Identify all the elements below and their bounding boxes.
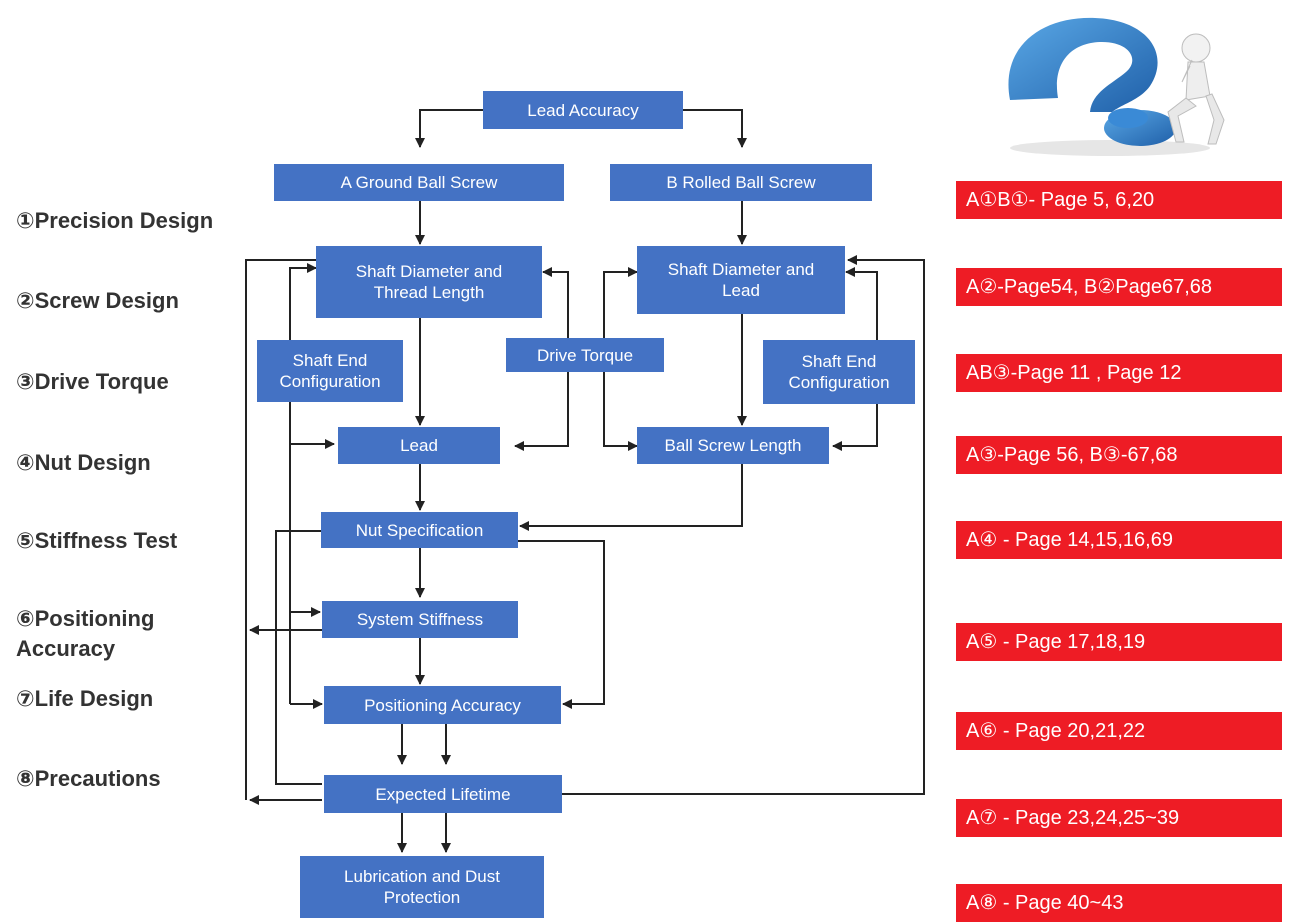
page-ref-1: A①B①- Page 5, 6,20 (956, 181, 1282, 219)
nut-specification-box: Nut Specification (321, 512, 518, 548)
lead-box: Lead (338, 427, 500, 464)
system-stiffness-box: System Stiffness (322, 601, 518, 638)
ground-ball-screw-box: A Ground Ball Screw (274, 164, 564, 201)
shaft-end-config-left-box: Shaft End Configuration (257, 340, 403, 402)
drive-torque-box: Drive Torque (506, 338, 664, 372)
page-ref-8: A⑦ - Page 23,24,25~39 (956, 799, 1282, 837)
step-label-3: ③Drive Torque (16, 369, 169, 394)
step-label-8: ⑧Precautions (16, 766, 161, 791)
shaft-diameter-thread-box: Shaft Diameter and Thread Length (316, 246, 542, 318)
step-label-7: ⑦Life Design (16, 686, 154, 711)
rolled-ball-screw-box: B Rolled Ball Screw (610, 164, 872, 201)
page-ref-4: A③-Page 56, B③-67,68 (956, 436, 1282, 474)
expected-lifetime-box: Expected Lifetime (324, 775, 562, 813)
page-ref-5: A④ - Page 14,15,16,69 (956, 521, 1282, 559)
page-ref-9: A⑧ - Page 40~43 (956, 884, 1282, 922)
question-mark-thinker-icon (1008, 17, 1225, 156)
shaft-end-config-right-box: Shaft End Configuration (763, 340, 915, 404)
step-label-2: ②Screw Design (16, 288, 179, 313)
ball-screw-length-box: Ball Screw Length (637, 427, 829, 464)
positioning-accuracy-box: Positioning Accuracy (324, 686, 561, 724)
step-label-5: ⑤Stiffness Test (16, 528, 178, 553)
page-ref-7: A⑥ - Page 20,21,22 (956, 712, 1282, 750)
shaft-diameter-lead-box: Shaft Diameter and Lead (637, 246, 845, 314)
page-ref-2: A②-Page54, B②Page67,68 (956, 268, 1282, 306)
lubrication-box: Lubrication and Dust Protection (300, 856, 544, 918)
step-label-6: ⑥Positioning Accuracy (16, 606, 155, 661)
lead-accuracy-box: Lead Accuracy (483, 91, 683, 129)
page-ref-6: A⑤ - Page 17,18,19 (956, 623, 1282, 661)
page-ref-3: AB③-Page 11 , Page 12 (956, 354, 1282, 392)
step-label-1: ①Precision Design (16, 208, 214, 233)
step-label-4: ④Nut Design (16, 450, 151, 475)
